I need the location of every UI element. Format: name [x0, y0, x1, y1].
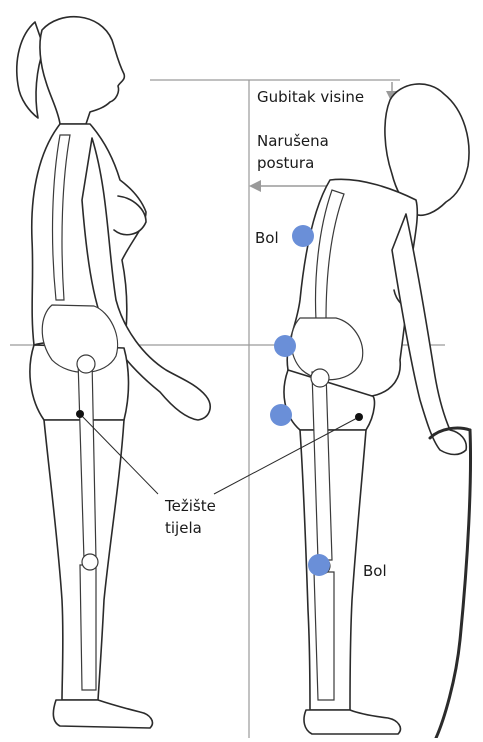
label-center-gravity-line1: Težište — [165, 497, 216, 516]
label-pain-lower: Bol — [363, 562, 387, 581]
gravity-point-left — [76, 410, 84, 418]
pain-marker-thigh — [270, 404, 292, 426]
pain-marker-spine — [292, 225, 314, 247]
pain-marker-hip — [274, 335, 296, 357]
label-pain-upper: Bol — [255, 229, 279, 248]
stooped-figure — [284, 84, 471, 738]
label-height-loss: Gubitak visine — [257, 88, 364, 107]
label-center-gravity-line2: tijela — [165, 519, 202, 538]
label-posture-line1: Narušena — [257, 132, 329, 151]
pain-marker-knee — [308, 554, 330, 576]
upright-figure — [17, 17, 210, 728]
label-posture-line2: postura — [257, 154, 314, 173]
gravity-point-right — [355, 413, 363, 421]
